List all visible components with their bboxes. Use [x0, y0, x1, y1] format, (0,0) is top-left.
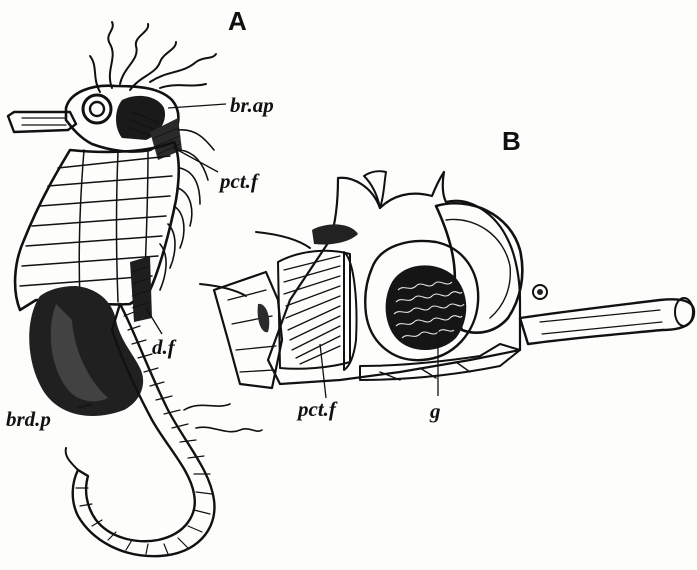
panel-a-seahorse-illustration — [8, 22, 262, 556]
panel-b-head-illustration — [200, 171, 694, 388]
leader-df — [146, 308, 162, 334]
label-pctf-b: pct.f — [296, 397, 338, 421]
label-g: g — [429, 399, 441, 423]
label-brap: br.ap — [230, 93, 274, 117]
label-pctf-a: pct.f — [218, 169, 260, 193]
label-df: d.f — [152, 335, 177, 359]
label-brdp: brd.p — [6, 407, 51, 431]
panel-letter-b: B — [502, 126, 521, 156]
panel-letter-a: A — [228, 6, 247, 36]
